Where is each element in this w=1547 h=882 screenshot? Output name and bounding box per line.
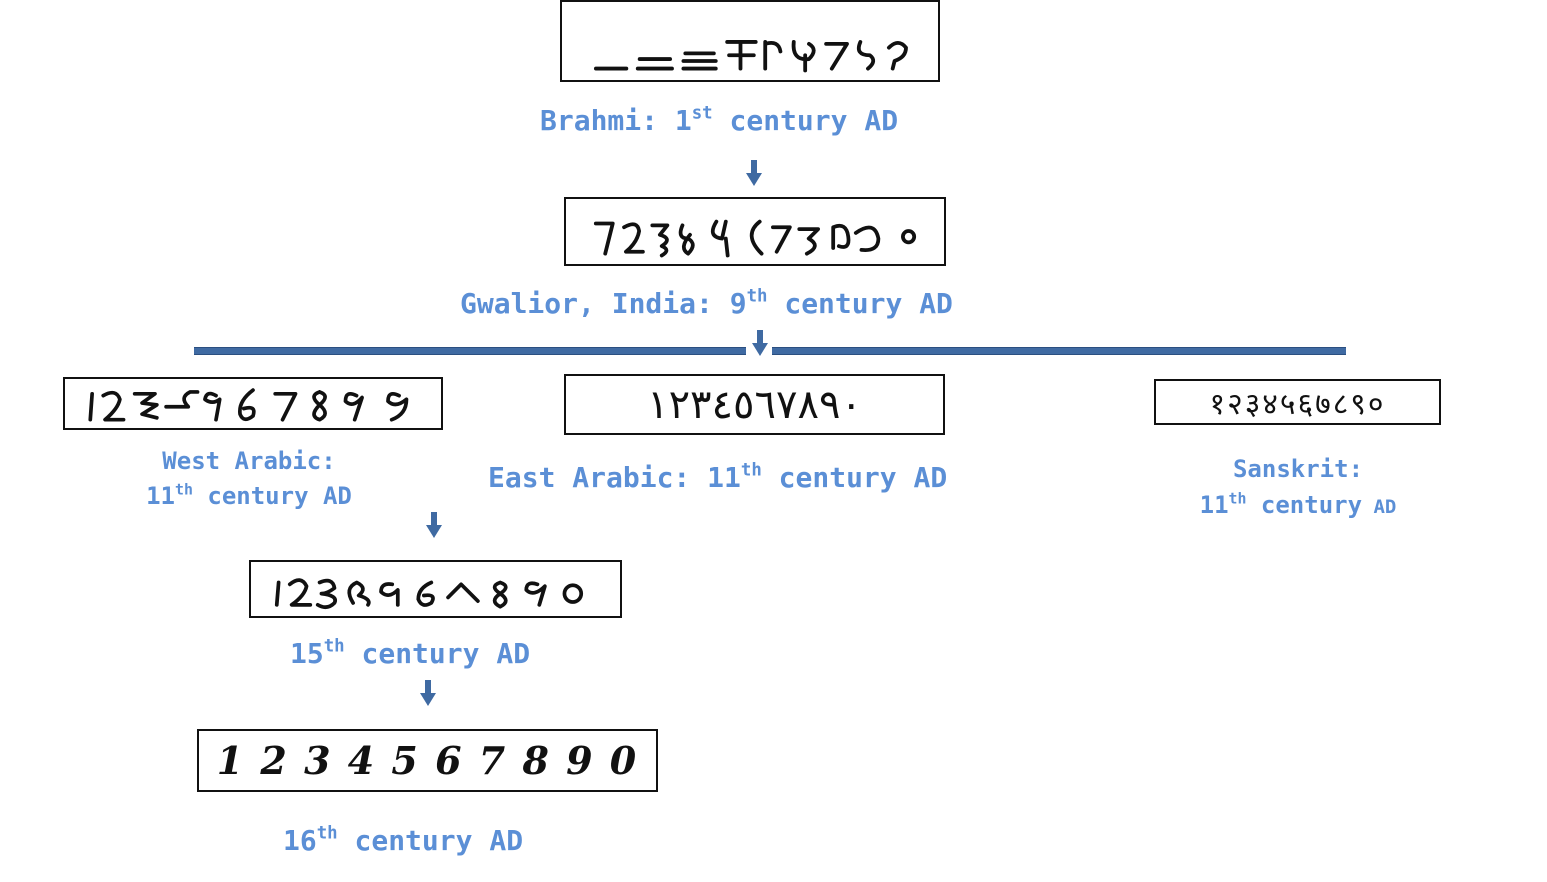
- east-arabic-numerals-image: ١٢٣٤٥٦٧٨٩٠: [564, 374, 945, 435]
- east-arabic-caption: East Arabic: 11th century AD: [488, 461, 947, 495]
- 16th-label: 16: [283, 824, 317, 857]
- brahmi-label: Brahmi: 1: [540, 104, 692, 137]
- sanskrit-numerals-image: १२३४५६७८९०: [1154, 379, 1441, 425]
- gwalior-glyphs: [593, 219, 917, 258]
- west-arabic-rest: century AD: [192, 482, 352, 510]
- gwalior-label: Gwalior, India: 9: [460, 287, 747, 320]
- 15th-label: 15: [290, 637, 324, 670]
- 15th-century-numerals-image: [249, 560, 622, 618]
- down-arrow-icon: [752, 330, 768, 356]
- 16th-century-glyphs: 1 2 3 4 5 6 7 8 9 0: [216, 738, 639, 783]
- brahmi-caption: Brahmi: 1st century AD: [540, 104, 898, 138]
- east-arabic-sup: th: [740, 460, 762, 481]
- gwalior-rest: century AD: [767, 287, 953, 320]
- brahmi-sup: st: [691, 103, 713, 124]
- 15th-sup: th: [323, 636, 345, 657]
- sanskrit-line1: Sanskrit:: [1232, 455, 1364, 483]
- sanskrit-line2: 11: [1199, 491, 1229, 519]
- 16th-rest: century AD: [337, 824, 524, 857]
- down-arrow-icon: [420, 680, 436, 706]
- west-arabic-line1: West Arabic:: [162, 447, 336, 475]
- west-arabic-caption: West Arabic: 11th century AD: [124, 444, 374, 514]
- brahmi-rest: century AD: [712, 104, 899, 137]
- 15th-century-caption: 15th century AD: [290, 637, 530, 671]
- branch-bar-left: [194, 347, 746, 355]
- west-arabic-glyphs: [88, 388, 409, 422]
- 15th-rest: century AD: [344, 637, 531, 670]
- sanskrit-line2-wrap: 11th century AD: [1160, 487, 1436, 525]
- east-arabic-glyphs: ١٢٣٤٥٦٧٨٩٠: [647, 381, 862, 428]
- sanskrit-caption: Sanskrit: 11th century AD: [1160, 451, 1436, 525]
- down-arrow-icon: [746, 160, 762, 186]
- sanskrit-glyphs: १२३४५६७८९०: [1209, 386, 1386, 422]
- west-arabic-sup: th: [175, 480, 193, 499]
- 15th-century-glyphs: [274, 578, 584, 610]
- 16th-century-caption: 16th century AD: [283, 824, 523, 858]
- down-arrow-icon: [426, 512, 442, 538]
- sanskrit-tail: AD: [1362, 496, 1397, 518]
- gwalior-sup: th: [746, 286, 768, 307]
- west-arabic-line2-wrap: 11th century AD: [124, 479, 374, 514]
- sanskrit-rest: century: [1246, 491, 1363, 519]
- sanskrit-sup: th: [1228, 489, 1247, 508]
- 16th-century-numerals-image: 1 2 3 4 5 6 7 8 9 0: [197, 729, 658, 792]
- brahmi-glyphs: [594, 40, 908, 73]
- gwalior-numerals-image: [564, 197, 946, 266]
- brahmi-numerals-image: [560, 0, 940, 82]
- east-arabic-rest: century AD: [761, 461, 948, 494]
- gwalior-caption: Gwalior, India: 9th century AD: [460, 287, 953, 321]
- west-arabic-numerals-image: [63, 377, 443, 430]
- 16th-sup: th: [316, 823, 338, 844]
- branch-bar-right: [772, 347, 1346, 355]
- east-arabic-label: East Arabic: 11: [488, 461, 741, 494]
- west-arabic-line2: 11: [146, 482, 176, 510]
